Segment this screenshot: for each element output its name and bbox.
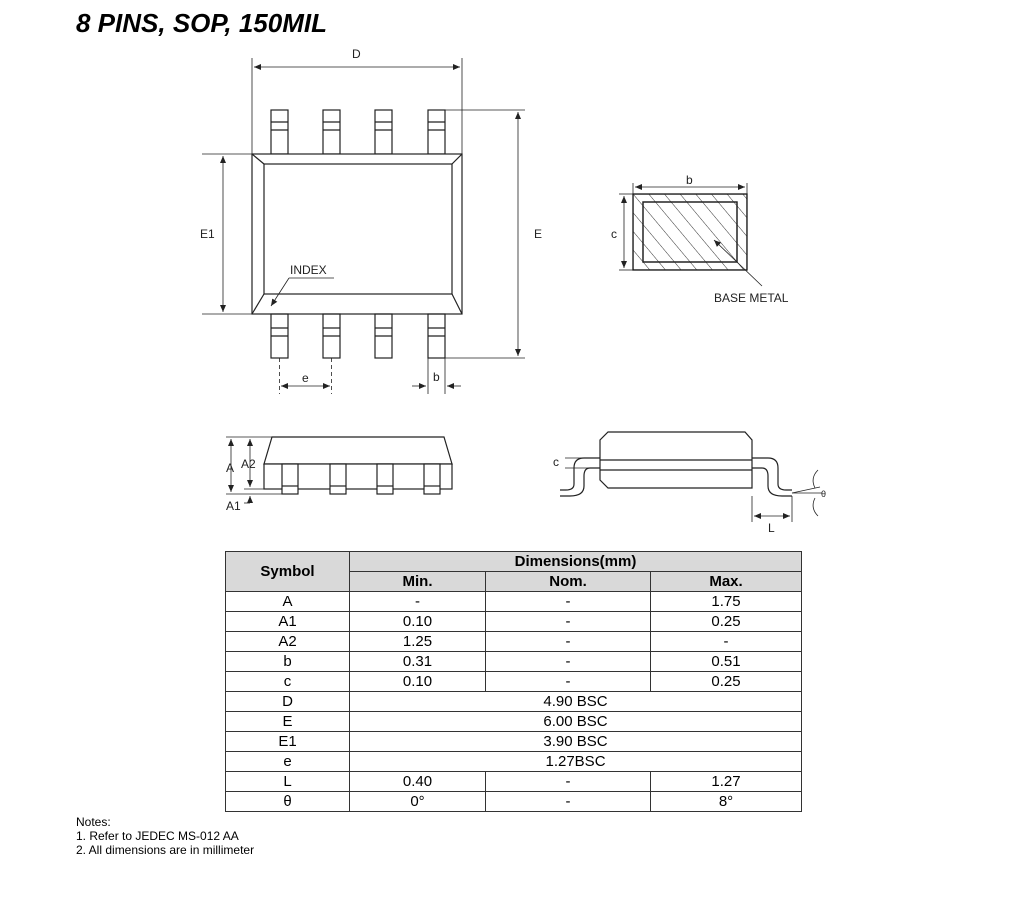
lead-cross-section (619, 183, 763, 287)
max-cell: 1.27 (649, 771, 803, 792)
index-label: INDEX (290, 263, 327, 277)
base-metal-leader (713, 239, 763, 287)
table-row: E1 3.90 BSC (225, 731, 803, 752)
symbol-cell: D (225, 691, 350, 712)
table-row: e 1.27BSC (225, 751, 803, 772)
symbol-cell: A (225, 591, 350, 612)
dim-pitch-label: e (302, 371, 309, 385)
table-row: L 0.40 - 1.27 (225, 771, 803, 792)
symbol-cell: θ (225, 791, 350, 812)
min-cell: - (349, 591, 486, 612)
span-cell: 1.27BSC (348, 751, 803, 772)
dim-l-label: L (768, 521, 775, 535)
base-metal-label: BASE METAL (714, 291, 789, 305)
max-cell: 1.75 (649, 591, 803, 612)
end-side-view (560, 431, 822, 522)
symbol-cell: A2 (225, 631, 350, 652)
notes-heading: Notes: (76, 815, 111, 829)
nom-cell: - (485, 611, 651, 632)
dim-e1-label: E1 (200, 227, 215, 241)
nom-cell: - (485, 771, 651, 792)
max-cell: - (649, 631, 803, 652)
dim-a-label: A (226, 461, 234, 475)
dim-b-lead-label: b (433, 370, 440, 384)
dimensions-table: Symbol Dimensions(mm) Min. Nom. Max. A -… (225, 551, 803, 812)
front-side-view (226, 436, 453, 504)
table-row: θ 0° - 8° (225, 791, 803, 812)
nom-header: Nom. (485, 571, 651, 592)
nom-cell: - (485, 631, 651, 652)
symbol-header: Symbol (225, 551, 350, 592)
max-cell: 8° (649, 791, 803, 812)
min-cell: 1.25 (349, 631, 486, 652)
page-title: 8 PINS, SOP, 150MIL (76, 8, 327, 38)
table-row: E 6.00 BSC (225, 711, 803, 732)
dim-e-label: E (534, 227, 542, 241)
span-cell: 4.90 BSC (348, 691, 803, 712)
table-row: A2 1.25 - - (225, 631, 803, 652)
note-item: 1. Refer to JEDEC MS-012 AA (76, 829, 239, 843)
symbol-cell: e (225, 751, 350, 772)
min-cell: 0.10 (349, 611, 486, 632)
note-item: 2. All dimensions are in millimeter (76, 843, 255, 857)
min-cell: 0.31 (349, 651, 486, 672)
symbol-cell: E1 (225, 731, 350, 752)
table-row: b 0.31 - 0.51 (225, 651, 803, 672)
notes: Notes: 1. Refer to JEDEC MS-012 AA 2. Al… (76, 815, 254, 857)
top-leads-upper (270, 109, 446, 155)
span-cell: 6.00 BSC (348, 711, 803, 732)
symbol-cell: b (225, 651, 350, 672)
dim-b-section-label: b (686, 173, 693, 187)
min-cell: 0.40 (349, 771, 486, 792)
min-cell: 0° (349, 791, 486, 812)
side-leads (281, 463, 441, 495)
dim-a2-label: A2 (241, 457, 256, 471)
dimensions-header: Dimensions(mm) (348, 551, 803, 572)
index-leader (270, 277, 290, 307)
package-body-top (251, 153, 463, 315)
min-cell: 0.10 (349, 671, 486, 692)
dim-c-section-label: c (611, 227, 617, 241)
dim-a1-label: A1 (226, 499, 241, 513)
symbol-cell: A1 (225, 611, 350, 632)
nom-cell: - (485, 591, 651, 612)
dim-d-label: D (352, 47, 361, 61)
table-row: c 0.10 - 0.25 (225, 671, 803, 692)
max-cell: 0.25 (649, 671, 803, 692)
max-cell: 0.25 (649, 611, 803, 632)
max-cell: 0.51 (649, 651, 803, 672)
nom-cell: - (485, 791, 651, 812)
table-row: A - - 1.75 (225, 591, 803, 612)
symbol-cell: E (225, 711, 350, 732)
nom-cell: - (485, 671, 651, 692)
symbol-cell: c (225, 671, 350, 692)
span-cell: 3.90 BSC (348, 731, 803, 752)
top-view (202, 58, 525, 394)
min-header: Min. (349, 571, 486, 592)
symbol-cell: L (225, 771, 350, 792)
dim-theta-label: θ (821, 489, 826, 499)
dim-c-side-label: c (553, 455, 559, 469)
max-header: Max. (649, 571, 803, 592)
table-row: D 4.90 BSC (225, 691, 803, 712)
top-leads-lower (270, 313, 446, 359)
table-row: A1 0.10 - 0.25 (225, 611, 803, 632)
nom-cell: - (485, 651, 651, 672)
